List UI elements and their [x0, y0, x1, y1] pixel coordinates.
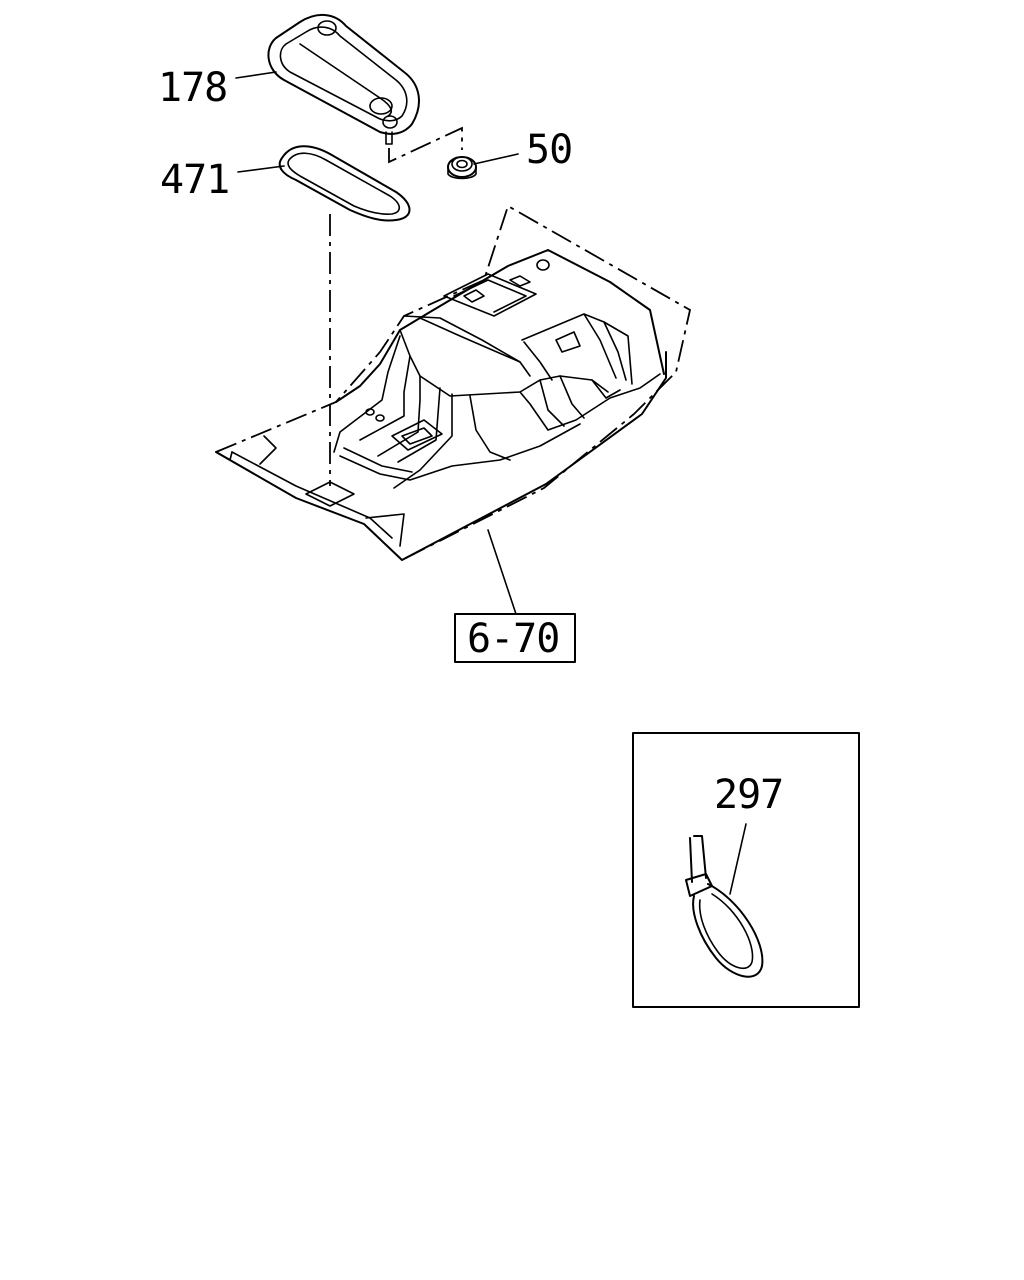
leader-297 [729, 823, 747, 895]
leader-6-70 [487, 529, 517, 615]
callout-6-70-box [454, 613, 576, 663]
callout-6-70: 6-70 [467, 616, 559, 662]
leader-471 [237, 165, 285, 173]
leader-178 [235, 71, 277, 79]
callout-471: 471 [160, 157, 229, 203]
callout-297: 297 [714, 772, 783, 818]
callout-178: 178 [158, 65, 227, 111]
part-297-inset [632, 732, 860, 1008]
floor-panel-6-70 [215, 204, 692, 561]
leader-50 [473, 153, 519, 165]
part-178-cover-plate [267, 14, 420, 145]
stud-to-nut-leader [388, 126, 463, 164]
part-50-flange-nut [447, 156, 477, 180]
part-471-gasket [278, 145, 411, 222]
callout-50: 50 [526, 127, 572, 173]
